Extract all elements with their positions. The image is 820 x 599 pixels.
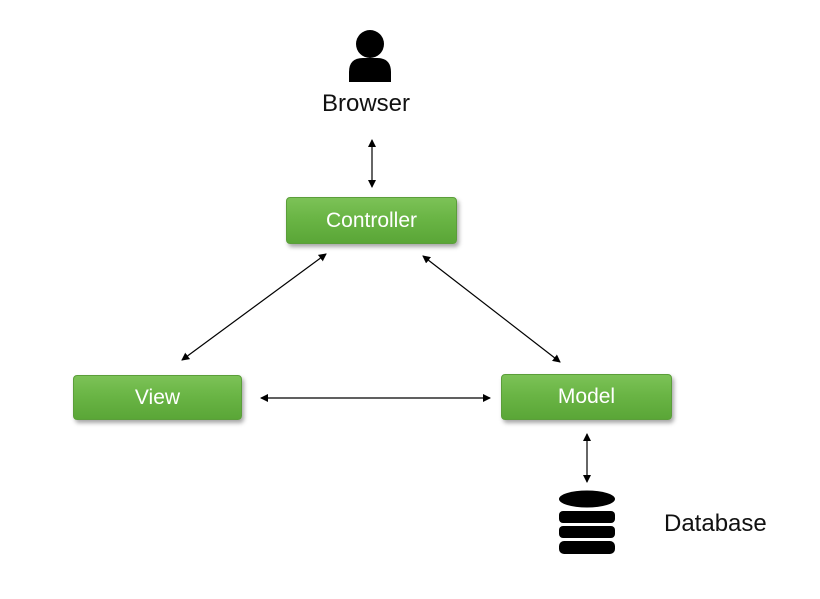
browser-label: Browser	[322, 90, 411, 117]
database-label: Database	[664, 510, 767, 537]
controller-box: Controller	[286, 197, 457, 244]
user-icon	[349, 30, 391, 82]
arrow-controller-view	[181, 253, 327, 361]
database-icon	[559, 490, 615, 554]
view-box: View	[73, 375, 242, 420]
model-box: Model	[501, 374, 672, 420]
arrow-controller-model	[422, 255, 561, 363]
controller-label: Controller	[325, 208, 418, 232]
model-label: Model	[557, 385, 616, 408]
view-label: View	[134, 385, 181, 409]
